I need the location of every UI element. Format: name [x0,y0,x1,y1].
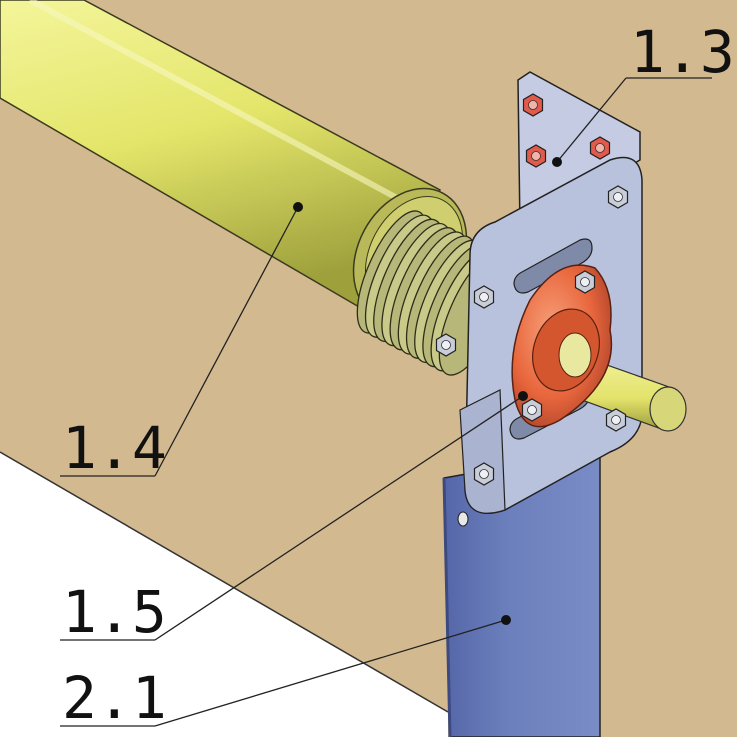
post-hole [457,511,469,527]
floor-edge-line [0,451,449,713]
fasteners [435,93,629,486]
leader-lines [60,77,712,727]
bolt-end [580,277,590,287]
bolt-end [613,192,623,202]
shaft-end [649,386,687,432]
dot-1-4 [293,202,303,212]
bolt-end [479,292,489,302]
flange-bearing [511,264,613,428]
callout-1-3: 1.3 [630,18,735,86]
bolt-end [528,100,538,110]
bolt-end [479,469,489,479]
callout-1-5: 1.5 [62,578,167,646]
dot-1-3 [552,157,562,167]
callout-2-1: 2.1 [62,664,167,732]
upper-slot [513,238,593,294]
bolt-end [441,340,451,350]
dot-1-5 [518,391,528,401]
callout-1-4: 1.4 [62,414,167,482]
dot-2-1 [501,615,511,625]
bolt-end [595,143,605,153]
bolt-end [527,405,537,415]
bolt-end [531,151,541,161]
bolt-end [611,415,621,425]
